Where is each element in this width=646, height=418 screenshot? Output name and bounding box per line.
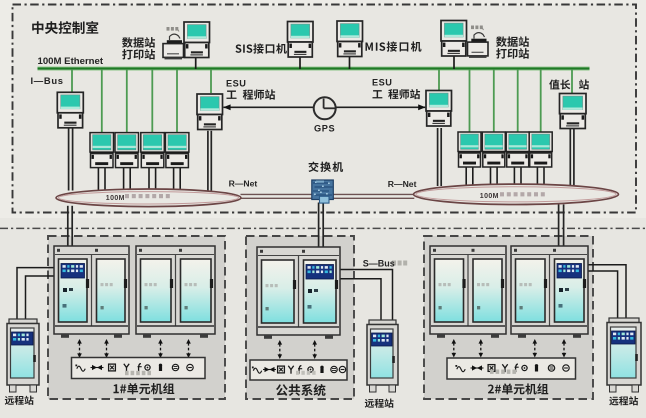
svg-text:ESU: ESU (226, 79, 246, 89)
svg-text:100M Ethernet: 100M Ethernet (38, 56, 104, 67)
svg-text:I—Bus: I—Bus (31, 75, 64, 86)
svg-text:GPS: GPS (314, 123, 335, 133)
svg-text:100M: 100M (106, 195, 125, 202)
svg-text:ESU: ESU (372, 78, 392, 88)
svg-text:S—Bus: S—Bus (363, 259, 395, 269)
svg-text:100M: 100M (480, 193, 499, 200)
svg-text:R—Net: R—Net (229, 179, 258, 189)
svg-text:R—Net: R—Net (388, 179, 417, 189)
